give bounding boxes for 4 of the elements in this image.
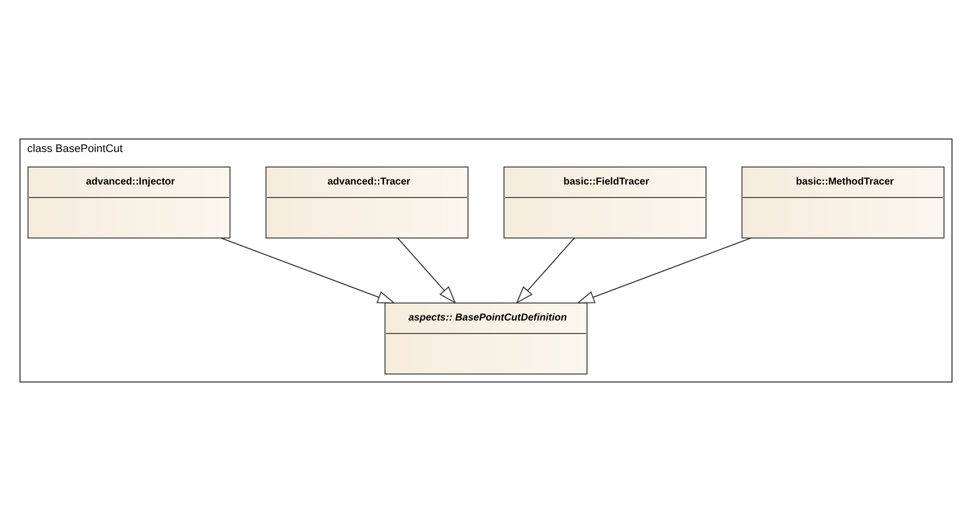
arrow xyxy=(220,237,396,304)
arrow xyxy=(576,237,752,304)
arrow xyxy=(516,237,575,304)
arrow xyxy=(397,237,456,304)
